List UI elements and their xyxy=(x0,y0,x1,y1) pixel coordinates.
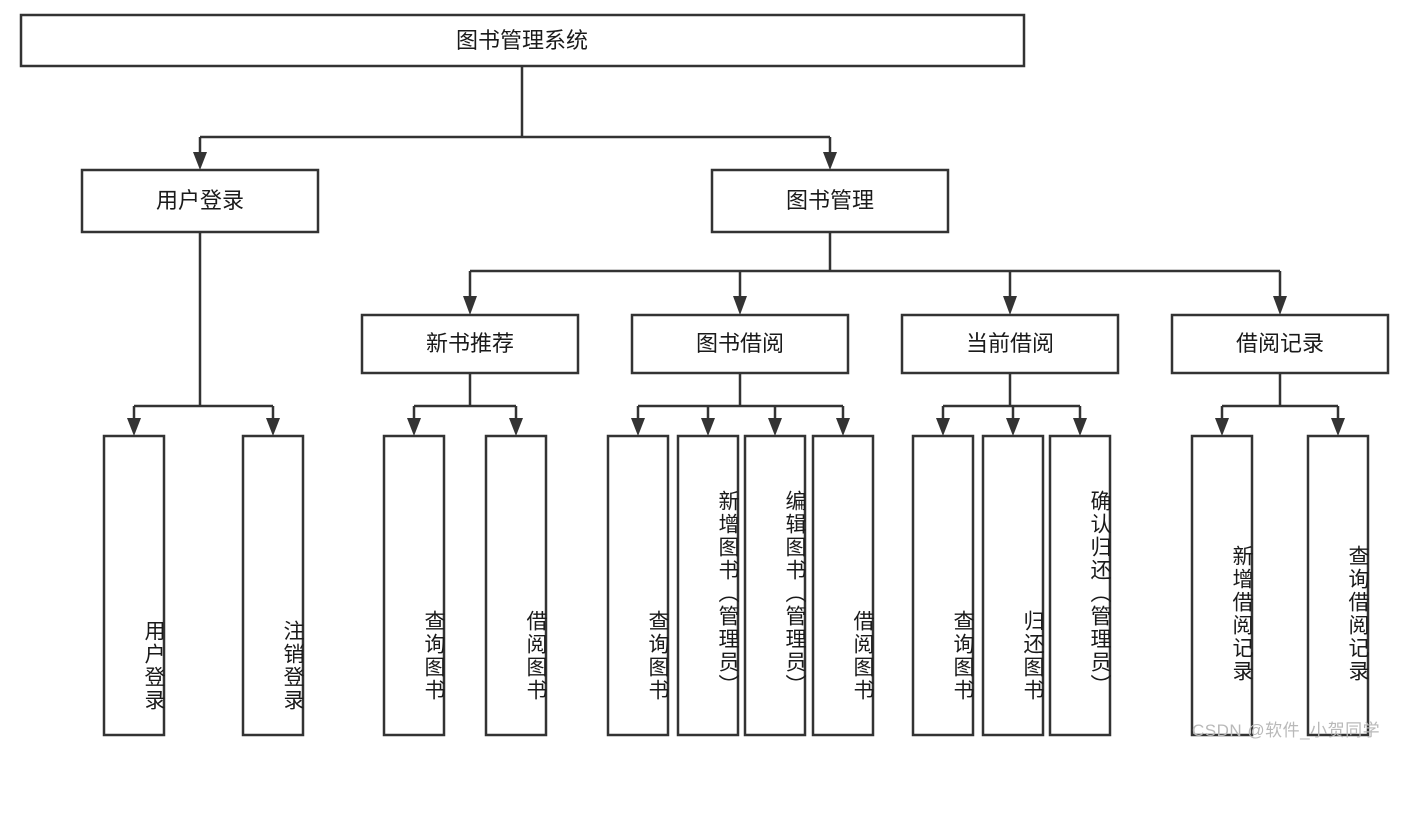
node-current-borrow[interactable]: 当前借阅 xyxy=(900,313,1120,375)
node-root[interactable]: 图书管理系统 xyxy=(19,13,1026,68)
diagram-canvas-container: 图书管理系统 用户登录 图书管理 新书推荐 图书借阅 当前借阅 借阅记录 xyxy=(19,13,1390,740)
arrow-head-leaf-query-book-3 xyxy=(936,418,950,436)
connector-group-user-login xyxy=(127,232,280,436)
arrow-head-user-login xyxy=(193,152,207,170)
node-book-borrow-box[interactable] xyxy=(630,313,850,375)
connector-group-book-borrow xyxy=(631,373,850,436)
arrow-head-leaf-query-book-1 xyxy=(407,418,421,436)
leaf-box-query-book-1[interactable] xyxy=(382,434,446,737)
node-current-borrow-label: 当前借阅 xyxy=(966,331,1054,356)
arrow-head-new-book-recommend xyxy=(463,296,477,315)
arrow-head-leaf-add-book xyxy=(701,418,715,436)
arrow-head-leaf-confirm-return xyxy=(1073,418,1087,436)
leaf-box-logout-login[interactable] xyxy=(241,434,305,737)
connector-group-book-manage xyxy=(463,232,1287,315)
node-user-login[interactable]: 用户登录 xyxy=(80,168,320,234)
leaf-box-confirm-return[interactable] xyxy=(1048,434,1112,737)
leaf-box-borrow-book-1[interactable] xyxy=(484,434,548,737)
arrow-head-leaf-borrow-book-1 xyxy=(509,418,523,436)
connector-group-borrow-record xyxy=(1215,373,1345,436)
node-borrow-record[interactable]: 借阅记录 xyxy=(1170,313,1390,375)
leaf-box-borrow-book-2[interactable] xyxy=(811,434,875,737)
node-new-book-recommend-label: 新书推荐 xyxy=(426,331,514,356)
node-book-borrow-label: 图书借阅 xyxy=(696,331,784,356)
node-root-box[interactable] xyxy=(19,13,1026,68)
arrow-head-leaf-return-book xyxy=(1006,418,1020,436)
node-user-login-label: 用户登录 xyxy=(156,188,244,213)
leaf-box-add-book[interactable] xyxy=(676,434,740,737)
org-chart-svg: 图书管理系统 用户登录 图书管理 新书推荐 图书借阅 当前借阅 借阅记录 xyxy=(19,13,1390,737)
node-book-manage[interactable]: 图书管理 xyxy=(710,168,950,234)
node-root-label: 图书管理系统 xyxy=(456,28,588,53)
node-book-manage-box[interactable] xyxy=(710,168,950,234)
arrow-head-leaf-query-record xyxy=(1331,418,1345,436)
arrow-head-book-manage xyxy=(823,152,837,170)
node-borrow-record-box[interactable] xyxy=(1170,313,1390,375)
arrow-head-current-borrow xyxy=(1003,296,1017,315)
node-book-manage-label: 图书管理 xyxy=(786,188,874,213)
leaf-box-query-record[interactable] xyxy=(1306,434,1370,737)
node-borrow-record-label: 借阅记录 xyxy=(1236,331,1324,356)
connector-group-root xyxy=(193,66,837,170)
arrow-head-leaf-edit-book xyxy=(768,418,782,436)
arrow-head-leaf-logout-login xyxy=(266,418,280,436)
arrow-head-leaf-borrow-book-2 xyxy=(836,418,850,436)
arrow-head-borrow-record xyxy=(1273,296,1287,315)
leaf-box-return-book[interactable] xyxy=(981,434,1045,737)
arrow-head-leaf-add-record xyxy=(1215,418,1229,436)
connector-group-new-book-recommend xyxy=(407,373,523,436)
node-new-book-recommend-box[interactable] xyxy=(360,313,580,375)
leaf-box-add-record[interactable] xyxy=(1190,434,1254,737)
arrow-head-leaf-query-book-2 xyxy=(631,418,645,436)
connector-group-current-borrow xyxy=(936,373,1087,436)
node-current-borrow-box[interactable] xyxy=(900,313,1120,375)
leaf-box-edit-book[interactable] xyxy=(743,434,807,737)
leaf-box-query-book-2[interactable] xyxy=(606,434,670,737)
leaf-box-query-book-3[interactable] xyxy=(911,434,975,737)
node-new-book-recommend[interactable]: 新书推荐 xyxy=(360,313,580,375)
node-user-login-box[interactable] xyxy=(80,168,320,234)
arrow-head-leaf-user-login xyxy=(127,418,141,436)
arrow-head-book-borrow xyxy=(733,296,747,315)
leaf-box-user-login[interactable] xyxy=(102,434,166,737)
node-book-borrow[interactable]: 图书借阅 xyxy=(630,313,850,375)
csdn-watermark: CSDN @软件_小贺同学 xyxy=(1192,721,1381,740)
